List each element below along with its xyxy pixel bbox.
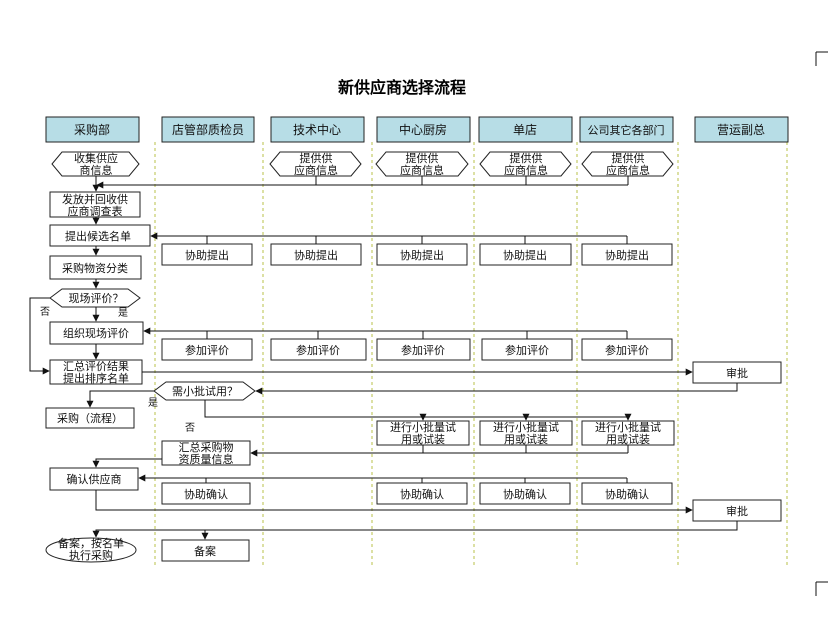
connector-lines	[29, 176, 738, 540]
quality-info-line1: 汇总采购物	[179, 440, 234, 454]
small-batch-decision	[153, 381, 256, 401]
provide-info-other-line1: 提供供	[612, 151, 645, 165]
lane-header-ops-vp	[694, 116, 789, 143]
lane-header-store-qc	[161, 116, 255, 143]
classify-materials-label: 采购物资分类	[62, 261, 128, 275]
lane-header-tech	[270, 116, 365, 143]
provide-info-tech-line2: 应商信息	[294, 163, 338, 177]
lane-header-other-depts	[579, 116, 674, 143]
provide-info-node-tech	[269, 151, 362, 177]
approve-box-1-label: 审批	[726, 366, 748, 380]
purchase-process-box	[45, 407, 135, 429]
archive-exec-line2: 执行采购	[69, 548, 113, 562]
collect-info-node	[51, 151, 140, 177]
assist-propose-store-label: 协助提出	[503, 248, 547, 262]
trial-store-line2: 用或试装	[504, 433, 548, 446]
collect-info-line1: 收集供应	[74, 151, 118, 165]
participate-eval-row: 参加评价 参加评价 参加评价 参加评价 参加评价	[161, 338, 673, 361]
quality-info-box	[161, 440, 251, 466]
lane-label-other-depts: 公司其它各部门	[588, 123, 665, 137]
quality-info-line2: 资质量信息	[179, 452, 234, 466]
assist-propose-qc-label: 协助提出	[185, 248, 229, 262]
lane-label-kitchen: 中心厨房	[399, 122, 447, 137]
assist-confirm-qc-label: 协助确认	[184, 487, 228, 501]
trial-store	[479, 420, 573, 446]
summary-ranking-line2: 提出排序名单	[63, 371, 129, 385]
participate-eval-tech-label: 参加评价	[296, 343, 340, 357]
assist-confirm-kitchen-label: 协助确认	[400, 487, 444, 501]
lane-label-store-qc: 店管部质检员	[172, 122, 244, 137]
trial-kitchen	[376, 420, 470, 446]
lane-label-ops-vp: 营运副总	[717, 123, 765, 137]
row-collect-info: 收集供应 商信息 提供供 应商信息 提供供 应商信息 提供供 应商信息 提供供 …	[51, 151, 674, 177]
small-batch-no-label: 否	[185, 422, 195, 434]
provide-info-other-line2: 应商信息	[606, 163, 650, 177]
provide-info-store-line2: 应商信息	[504, 163, 548, 177]
provide-info-store-line1: 提供供	[510, 151, 543, 165]
diagram-title: 新供应商选择流程	[338, 78, 466, 97]
assist-propose-other-label: 协助提出	[605, 248, 649, 262]
propose-candidates-label: 提出候选名单	[65, 229, 131, 243]
archive-exec-terminal	[45, 537, 137, 563]
onsite-yes-label: 是	[118, 307, 128, 319]
issue-survey-line1: 发放并回收供	[62, 192, 128, 206]
assist-propose-tech-label: 协助提出	[294, 248, 338, 262]
onsite-eval-decision-label: 现场评价？	[69, 291, 124, 305]
assist-confirm-row: 协助确认 协助确认 协助确认 协助确认	[161, 482, 673, 505]
assist-confirm-other-label: 协助确认	[605, 487, 649, 501]
trial-kitchen-line1: 进行小批量试	[390, 420, 456, 434]
issue-survey-box	[49, 191, 141, 218]
lane-separators	[154, 142, 788, 565]
assist-confirm-store-label: 协助确认	[503, 487, 547, 501]
summary-ranking-line1: 汇总评价结果	[63, 359, 129, 373]
participate-eval-store-label: 参加评价	[505, 343, 549, 357]
onsite-no-label: 否	[40, 306, 50, 318]
crop-mark-top	[815, 51, 828, 66]
approve-box-2-label: 审批	[726, 504, 748, 518]
participate-eval-kitchen-label: 参加评价	[401, 343, 445, 357]
archive-exec-line1: 备案，按名单	[58, 536, 124, 550]
provide-info-node-kitchen	[375, 151, 469, 177]
lane-label-store: 单店	[513, 123, 537, 137]
propose-candidates-box	[49, 224, 151, 247]
provide-info-node-other	[581, 151, 674, 177]
archive-label: 备案	[194, 544, 216, 558]
trial-other-line2: 用或试装	[606, 433, 650, 446]
lane-header-store	[478, 116, 573, 143]
assist-propose-kitchen-label: 协助提出	[400, 248, 444, 262]
issue-survey-line2: 应商调查表	[68, 204, 123, 218]
provide-info-tech-line1: 提供供	[300, 151, 333, 165]
organize-eval-label: 组织现场评价	[63, 326, 129, 340]
provide-info-kitchen-line1: 提供供	[406, 151, 439, 165]
trial-store-line1: 进行小批量试	[493, 420, 559, 434]
crop-mark-bottom	[815, 581, 828, 596]
assist-propose-row: 协助提出 协助提出 协助提出 协助提出 协助提出	[161, 243, 673, 266]
trial-other	[581, 420, 675, 446]
small-batch-yes-label: 是	[148, 397, 158, 409]
lane-label-tech: 技术中心	[293, 122, 341, 137]
lane-label-purchasing: 采购部	[74, 122, 110, 137]
lane-header-kitchen	[376, 116, 471, 143]
lane-header-purchasing	[45, 116, 140, 143]
trial-kitchen-line2: 用或试装	[401, 433, 445, 446]
collect-info-line2: 商信息	[80, 163, 113, 177]
trial-other-line1: 进行小批量试	[595, 420, 661, 434]
participate-eval-qc-label: 参加评价	[185, 343, 229, 357]
purchase-process-label: 采购（流程）	[57, 411, 123, 425]
archive-box	[161, 539, 250, 562]
lane-headers: 采购部 店管部质检员 技术中心 中心厨房 单店 公司其它各部门 营运副总	[45, 116, 789, 143]
small-batch-decision-label: 需小批试用？	[172, 384, 238, 398]
provide-info-kitchen-line2: 应商信息	[400, 163, 444, 177]
onsite-eval-decision	[49, 288, 141, 308]
participate-eval-other-label: 参加评价	[605, 343, 649, 357]
confirm-supplier-box	[49, 467, 139, 491]
provide-info-node-store	[479, 151, 572, 177]
confirm-supplier-label: 确认供应商	[67, 472, 122, 486]
trial-row: 进行小批量试 用或试装 进行小批量试 用或试装 进行小批量试 用或试装	[376, 420, 675, 446]
